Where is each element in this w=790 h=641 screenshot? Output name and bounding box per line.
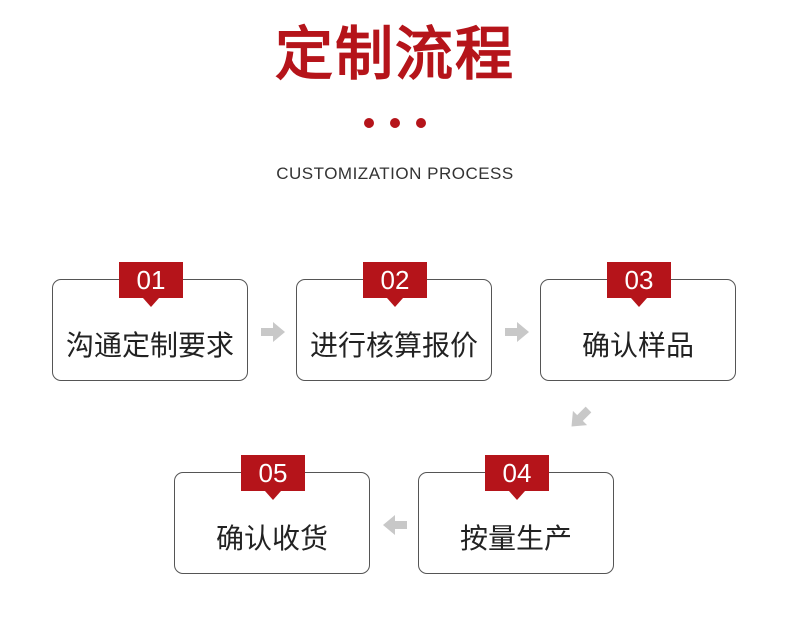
arrow-left-icon bbox=[383, 515, 407, 535]
step-number-badge: 03 bbox=[607, 262, 671, 307]
dot bbox=[390, 118, 400, 128]
step-5: 05 确认收货 bbox=[174, 455, 370, 574]
step-label: 进行核算报价 bbox=[309, 329, 478, 362]
arrow-right-icon bbox=[505, 322, 529, 342]
step-number-badge: 01 bbox=[119, 262, 183, 307]
step-number-badge: 05 bbox=[241, 455, 305, 500]
page-title: 定制流程 bbox=[274, 20, 515, 88]
step-label: 确认样品 bbox=[581, 329, 694, 362]
step-label: 确认收货 bbox=[215, 522, 328, 555]
step-4: 04 按量生产 bbox=[418, 455, 614, 574]
step-label: 沟通定制要求 bbox=[65, 329, 234, 362]
dot bbox=[364, 118, 374, 128]
step-2: 02 进行核算报价 bbox=[296, 262, 492, 381]
decorative-dots bbox=[0, 118, 790, 130]
step-number-badge: 04 bbox=[485, 455, 549, 500]
step-number-badge: 02 bbox=[363, 262, 427, 307]
dot bbox=[416, 118, 426, 128]
step-3: 03 确认样品 bbox=[540, 262, 736, 381]
arrow-right-icon bbox=[261, 322, 285, 342]
page-subtitle: CUSTOMIZATION PROCESS bbox=[276, 164, 514, 183]
arrow-down-left-icon bbox=[571, 406, 592, 427]
step-1: 01 沟通定制要求 bbox=[52, 262, 248, 381]
step-label: 按量生产 bbox=[459, 522, 572, 555]
